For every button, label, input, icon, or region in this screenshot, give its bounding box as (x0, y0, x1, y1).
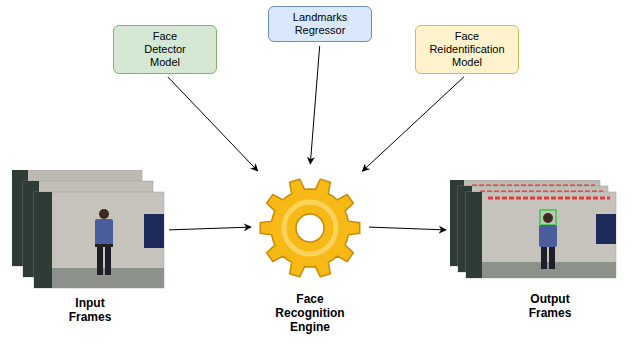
gear-body (260, 179, 359, 277)
front-frame (34, 192, 164, 288)
gear-hole (296, 214, 324, 242)
model-box: Landmarks Regressor (268, 6, 372, 42)
model-box: Face Detector Model (113, 25, 217, 74)
input-frames-picture (12, 170, 165, 290)
flow-arrow (168, 77, 258, 171)
engine-gear: Face Recognition Engine (255, 168, 365, 340)
node-label: Face Detector Model (139, 30, 191, 69)
flow-arrow (310, 46, 319, 164)
input-frames: Input Frames (10, 168, 170, 340)
output-frames-picture (450, 180, 620, 280)
model-box: Face Reidentification Model (415, 25, 519, 74)
front-frame (466, 192, 616, 278)
node-label: Landmarks Regressor (284, 11, 356, 37)
flow-arrow (169, 227, 251, 230)
gear-icon (255, 168, 365, 286)
flow-arrow (362, 77, 464, 172)
node-label: Output Frames (520, 292, 580, 320)
node-label: Face Recognition Engine (270, 292, 350, 334)
output-frames: Output Frames (448, 178, 623, 338)
node-label: Input Frames (60, 296, 120, 324)
gear-ring (284, 202, 336, 254)
flow-arrow (369, 227, 446, 230)
node-label: Face Reidentification Model (422, 30, 512, 69)
